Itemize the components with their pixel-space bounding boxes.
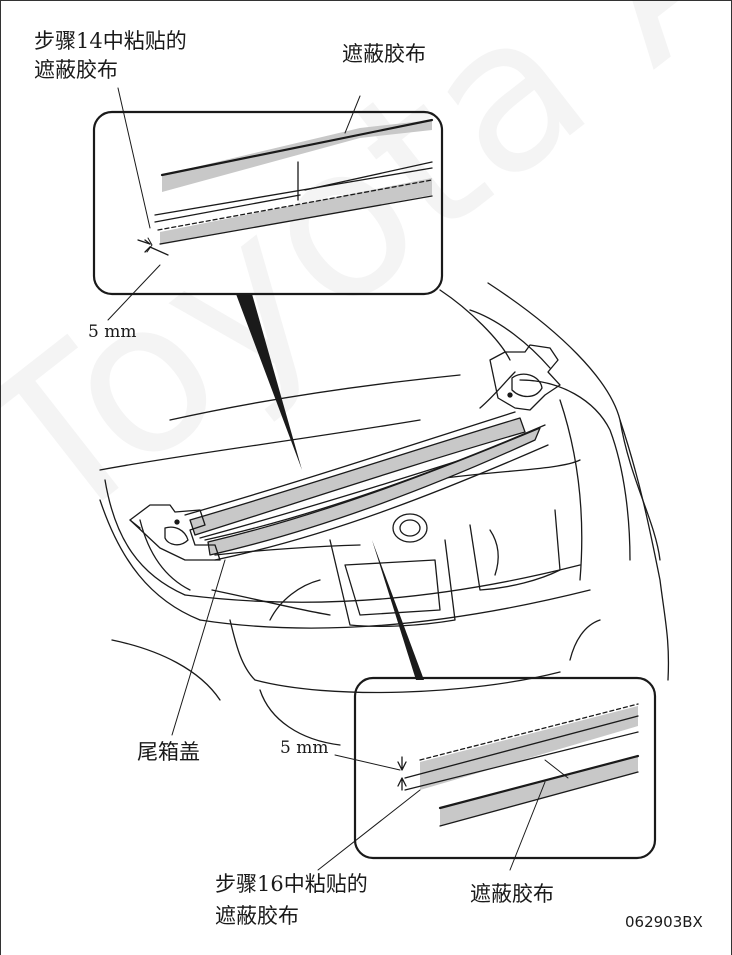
bottom-detail-callout — [353, 676, 657, 860]
step14-tape-label-line2: 遮蔽胶布 — [34, 58, 118, 82]
figure-code: 062903BX — [625, 913, 703, 931]
leader-lines — [107, 87, 569, 871]
tape-strips — [184, 371, 549, 561]
masking-tape-label-top: 遮蔽胶布 — [342, 42, 426, 66]
dimension-5mm-bottom: 5 mm — [280, 738, 329, 758]
emblem — [392, 513, 428, 543]
right-bracket — [489, 344, 561, 411]
top-callout-pointer — [236, 294, 302, 470]
masking-tape-label-bottom: 遮蔽胶布 — [470, 882, 554, 906]
step16-tape-label-line1: 步骤16中粘贴的 — [215, 872, 368, 896]
dimension-5mm-top: 5 mm — [88, 322, 137, 342]
bottom-callout-pointer — [372, 540, 424, 680]
car-body-outline — [99, 282, 670, 746]
step14-tape-label-line1: 步骤14中粘贴的 — [34, 29, 187, 53]
step16-tape-label-line2: 遮蔽胶布 — [215, 904, 299, 928]
trunk-lid-label: 尾箱盖 — [137, 740, 200, 764]
left-bracket — [129, 504, 221, 561]
top-detail-callout — [92, 110, 444, 296]
